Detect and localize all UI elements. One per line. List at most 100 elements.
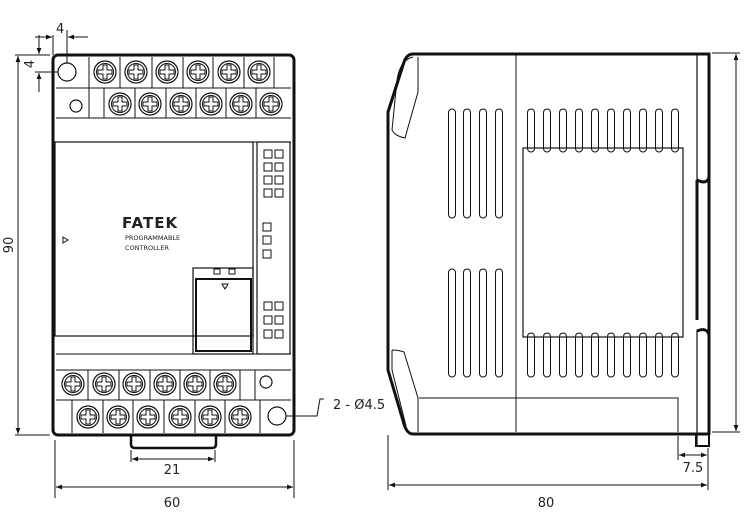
led-indicator [263, 162, 273, 172]
vent-slot [479, 268, 487, 378]
comm-port [195, 278, 252, 352]
vent-slot [623, 108, 631, 153]
vent-slot [543, 332, 551, 378]
led-indicator [274, 175, 284, 185]
terminal-screw [229, 92, 253, 116]
terminal-screw [92, 372, 116, 396]
triangle-mark-left [62, 236, 69, 244]
front-body-outline [51, 53, 296, 437]
led-indicator [274, 149, 284, 159]
vent-slot [463, 108, 471, 219]
terminal-screw [93, 60, 117, 84]
terminal-screws [61, 57, 283, 433]
label-panel [54, 141, 254, 337]
terminal-screw [153, 372, 177, 396]
terminal-screw [106, 405, 130, 429]
vent-slot [527, 108, 535, 153]
terminal-screw [213, 372, 237, 396]
terminal-screw [155, 60, 179, 84]
vent-slot [559, 108, 567, 153]
vent-slot [655, 108, 663, 153]
terminal-screw [199, 92, 223, 116]
port-cover [192, 267, 254, 355]
vent-slot [639, 332, 647, 378]
led-indicator [262, 249, 272, 259]
terminal-screw [259, 92, 283, 116]
side-dimensions: 90 7.5 80 [387, 52, 740, 511]
front-width-label: 60 [164, 496, 181, 511]
side-body-outline [386, 52, 711, 436]
offset-y-label: 4 [23, 60, 38, 68]
led-indicator [263, 315, 273, 325]
vent-slot [591, 332, 599, 378]
led-indicators [262, 149, 284, 339]
led-indicator [274, 329, 284, 339]
led-indicator [262, 222, 272, 232]
vent-slot [559, 332, 567, 378]
side-view [386, 52, 711, 447]
terminal-screw [124, 60, 148, 84]
rail-clip-width-label: 21 [164, 463, 181, 478]
vent-slot [463, 268, 471, 378]
vent-slots [448, 108, 679, 378]
terminal-screw [217, 60, 241, 84]
terminal-screw [247, 60, 271, 84]
hole-callout: 2 - Ø4.5 [333, 398, 385, 413]
small-hole [259, 375, 273, 389]
vent-slot [543, 108, 551, 153]
terminal-screw [228, 405, 252, 429]
side-label-area [522, 147, 684, 338]
led-indicator [274, 315, 284, 325]
terminal-screw [186, 60, 210, 84]
vent-slot [607, 108, 615, 153]
vent-slot [479, 108, 487, 219]
terminal-screw [108, 92, 132, 116]
small-hole [69, 99, 83, 113]
mount-hole-bottom [267, 406, 287, 426]
led-column [256, 141, 291, 355]
led-indicator [263, 149, 273, 159]
led-indicator [262, 235, 272, 245]
vent-slot [607, 332, 615, 378]
din-clip [129, 435, 218, 450]
led-indicator [274, 301, 284, 311]
hole-leader [286, 398, 324, 417]
terminal-screw [122, 372, 146, 396]
terminal-screw [198, 405, 222, 429]
side-depth-label: 80 [538, 496, 555, 511]
vent-slot [448, 108, 456, 219]
vent-slot [655, 332, 663, 378]
subtitle-line1: PROGRAMMABLE [125, 234, 180, 242]
vent-slot [591, 108, 599, 153]
led-indicator [263, 301, 273, 311]
terminal-screw [169, 92, 193, 116]
vent-slot [639, 108, 647, 153]
led-indicator [274, 162, 284, 172]
mount-hole-top [57, 62, 77, 82]
vent-slot [495, 268, 503, 378]
rail-depth-label: 7.5 [683, 461, 704, 476]
triangle-mark [221, 283, 229, 290]
front-height-label: 90 [2, 237, 17, 254]
terminal-screw [183, 372, 207, 396]
vent-slot [575, 332, 583, 378]
led-indicator [263, 329, 273, 339]
terminal-screw [138, 92, 162, 116]
brand-logo: FATEK [122, 214, 178, 232]
terminal-screw [76, 405, 100, 429]
offset-x-label: 4 [56, 22, 64, 37]
vent-slot [671, 332, 679, 378]
terminal-screw [136, 405, 160, 429]
vent-slot [623, 332, 631, 378]
vent-slot [495, 108, 503, 219]
vent-slot [671, 108, 679, 153]
led-indicator [263, 188, 273, 198]
terminal-screw [61, 372, 85, 396]
vent-slot [575, 108, 583, 153]
vent-slot [448, 268, 456, 378]
led-indicator [263, 175, 273, 185]
front-dimensions: 90 4 4 21 60 2 - Ø4.5 [2, 22, 385, 511]
vent-slot [527, 332, 535, 378]
